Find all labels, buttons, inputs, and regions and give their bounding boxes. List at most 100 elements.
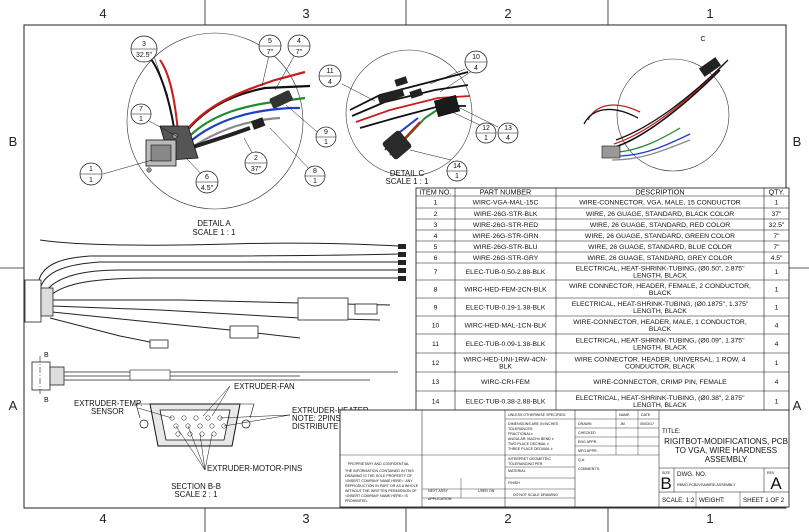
svg-text:1: 1 <box>89 177 93 184</box>
callout-extruder-fan: EXTRUDER-FAN <box>234 382 295 391</box>
section-marker-b-top: B <box>44 352 49 359</box>
svg-text:11: 11 <box>326 68 333 75</box>
bom-cell-desc: WIRE, 26 GUAGE, STANDARD, GREEN COLOR <box>585 233 735 240</box>
tb-drawn: DRAWN <box>578 422 592 426</box>
bom-cell-desc: WIRE-CONNECTOR, HEADER, MALE, 1 CONDUCTO… <box>573 319 747 326</box>
bom-cell-part: BLK <box>499 363 512 370</box>
bom-cell-desc: WIRE, 26 GUAGE, STANDARD, BLUE COLOR <box>588 244 732 251</box>
zone-row-a-left: A <box>9 398 18 413</box>
svg-text:7": 7" <box>267 49 274 56</box>
tb-prop-title: PROPRIETARY AND CONFIDENTIAL <box>348 462 409 466</box>
tb-drawn-date: 05/03/17 <box>640 422 654 426</box>
svg-text:7: 7 <box>139 106 143 113</box>
bom-cell-desc: BLACK <box>649 326 672 333</box>
bom-cell-item: 2 <box>434 211 438 218</box>
svg-text:1: 1 <box>484 135 488 142</box>
zone-col-1-top: 1 <box>706 6 713 21</box>
tb-application: APPLICATION <box>428 497 452 501</box>
bom-cell-desc: WIRE CONNECTOR, HEADER, UNIVERSAL, 1 ROW… <box>575 356 746 363</box>
tb-dims-1: DIMENSIONS ARE IN INCHES <box>508 422 559 426</box>
tb-weight: WEIGHT: <box>699 497 725 504</box>
tb-do-not-scale: DO NOT SCALE DRAWING <box>513 493 558 497</box>
svg-text:1: 1 <box>313 178 317 185</box>
iso-tag-c: C <box>700 36 705 43</box>
tb-name: NAME <box>619 413 630 417</box>
tb-used-on: USED ON <box>478 489 495 493</box>
bom-cell-qty: 4 <box>775 379 779 386</box>
bom-cell-desc: ELECTRICAL, HEAT-SHRINK-TUBING, (Ø0.38",… <box>575 395 745 402</box>
bom-cell-desc: ELECTRICAL, HEAT-SHRINK-TUBING, (Ø0.09",… <box>575 337 745 344</box>
bom-cell-item: 4 <box>434 233 438 240</box>
bom-cell-item: 9 <box>434 304 438 311</box>
svg-text:5: 5 <box>268 38 272 45</box>
section-marker-b-bottom: B <box>44 397 49 404</box>
zone-row-b-right: B <box>793 134 802 149</box>
tb-prop-line-6: <INSERT COMPANY NAME HERE> IS <box>345 494 408 498</box>
balloon-a-4: 4 7" <box>287 34 311 58</box>
detail-c: 11 4 10 4 12 1 13 4 14 1 DETAIL C SCA <box>318 49 519 186</box>
bom-cell-desc: CONDUCTOR, BLACK <box>625 363 696 370</box>
tb-comments: COMMENTS: <box>578 467 600 471</box>
balloon-a-2: 2 37" <box>244 151 268 175</box>
bom-header-item: ITEM NO. <box>420 188 452 197</box>
tb-prop-line-3: <INSERT COMPANY NAME HERE>. ANY <box>345 479 413 483</box>
svg-text:4: 4 <box>506 135 510 142</box>
tb-finish: FINISH <box>508 481 520 485</box>
bom-cell-desc: WIRE, 26 GUAGE, STANDARD, RED COLOR <box>590 222 730 229</box>
bom-cell-qty: 7" <box>773 233 780 240</box>
bom-cell-desc: WIRE-CONNECTOR, VGA, MALE, 15 CONDUCTOR <box>579 199 740 206</box>
bom-cell-item: 6 <box>434 255 438 262</box>
bom-cell-part: WIRE-26G-STR-BLK <box>474 211 538 218</box>
tb-qa: Q.A. <box>578 458 585 462</box>
tb-rev: A <box>770 474 782 493</box>
bom-cell-item: 5 <box>434 244 438 251</box>
bom-cell-desc: WIRE CONNECTOR, HEADER, FEMALE, 2 CONDUC… <box>569 283 751 290</box>
balloon-a-9: 9 1 <box>315 126 337 148</box>
bom-cell-desc: LENGTH, BLACK <box>633 272 687 279</box>
tb-next-assy: NEXT ASSY <box>428 489 449 493</box>
tb-dwg-no: RBMO-PCB2VGAWIRE-ASSEMBLY <box>677 483 736 487</box>
zone-col-2-bottom: 2 <box>504 511 511 526</box>
bom-cell-item: 8 <box>434 286 438 293</box>
tb-checked: CHECKED <box>578 431 596 435</box>
svg-text:13: 13 <box>504 125 512 132</box>
zone-col-4-top: 4 <box>99 6 106 21</box>
zone-col-2-top: 2 <box>504 6 511 21</box>
detail-a-title: DETAIL A <box>197 219 231 228</box>
tb-dims-3: FRACTIONAL± <box>508 432 533 436</box>
bom-cell-part: ELEC-TUB-0.50-2.88-BLK <box>466 269 546 276</box>
svg-text:6: 6 <box>205 174 209 181</box>
svg-text:4: 4 <box>328 79 332 86</box>
bom-cell-part: WIRC-HED-MAL-1CN-BLK <box>465 322 547 329</box>
callout-extruder-motor-pins: EXTRUDER-MOTOR-PINS <box>207 464 302 473</box>
harness-side-view: B B <box>31 352 398 404</box>
bom-header-desc: DESCRIPTION <box>635 188 684 197</box>
zone-col-3-bottom: 3 <box>302 511 309 526</box>
bom-header-part: PART NUMBER <box>480 188 532 197</box>
bom-cell-part: WIRC-HED-UNI-1RW-4CN- <box>464 356 548 363</box>
balloon-a-7: 7 1 <box>130 103 152 125</box>
bom-cell-part: WIRE-26G-STR-BLU <box>473 244 537 251</box>
bom-cell-qty: 4.5" <box>771 255 783 262</box>
tb-dims-6: THREE PLACE DECIMAL ± <box>508 447 553 451</box>
detail-c-title: DETAIL C <box>390 169 425 178</box>
bom-cell-desc: LENGTH, BLACK <box>633 344 687 351</box>
bom-cell-desc: BLACK <box>649 290 672 297</box>
bom-cell-item: 13 <box>432 379 440 386</box>
bom-cell-qty: 1 <box>775 269 779 276</box>
title-block: UNLESS OTHERWISE SPECIFIED: NAME DATE DR… <box>339 409 790 508</box>
svg-text:9: 9 <box>324 129 328 136</box>
bom-cell-desc: LENGTH, BLACK <box>633 308 687 315</box>
detail-a-scale: SCALE 1 : 1 <box>193 228 236 237</box>
bom-cell-desc: WIRE, 26 GUAGE, STANDARD, GREY COLOR <box>587 255 732 262</box>
tb-size: B <box>660 474 671 493</box>
svg-text:1: 1 <box>139 116 143 123</box>
bom-cell-desc: ELECTRICAL, HEAT-SHRINK-TUBING, (Ø0.50",… <box>575 265 745 272</box>
tb-sheet: SHEET 1 OF 2 <box>743 497 785 504</box>
tb-prop-line-5: WITHOUT THE WRITTEN PERMISSION OF <box>345 489 418 493</box>
bom-cell-part: WIRC-VGA-MAL-15C <box>473 199 539 206</box>
svg-text:1: 1 <box>89 166 93 173</box>
bom-cell-item: 12 <box>432 360 440 367</box>
bom-cell-qty: 4 <box>775 322 779 329</box>
